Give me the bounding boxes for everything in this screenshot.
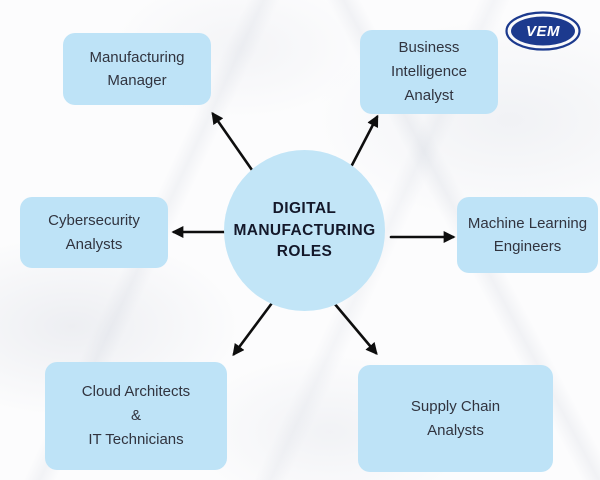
node-machine-learning-engineers: Machine Learning Engineers: [457, 197, 598, 273]
node-manufacturing-manager: Manufacturing Manager: [63, 33, 211, 105]
vem-logo-inner-ellipse: [511, 16, 575, 46]
center-node: DIGITAL MANUFACTURING ROLES: [224, 150, 385, 311]
vem-logo-outer-ring: [505, 11, 581, 51]
vem-logo-text: VEM: [526, 23, 560, 40]
node-business-intelligence-analyst: Business Intelligence Analyst: [360, 30, 498, 114]
center-node-label: DIGITAL MANUFACTURING ROLES: [233, 199, 376, 261]
node-supply-chain-analysts: Supply Chain Analysts: [358, 365, 553, 472]
vem-logo: VEM: [505, 11, 581, 51]
node-cloud-architects-it-technicians: Cloud Architects & IT Technicians: [45, 362, 227, 470]
arrow-to-manufacturing-manager: [211, 111, 254, 172]
arrow-to-business-intelligence-analyst: [349, 114, 379, 169]
arrow-to-cloud-architects-it-technicians: [232, 301, 274, 357]
arrow-to-supply-chain-analysts: [332, 301, 378, 355]
node-cybersecurity-analysts: Cybersecurity Analysts: [20, 197, 168, 268]
